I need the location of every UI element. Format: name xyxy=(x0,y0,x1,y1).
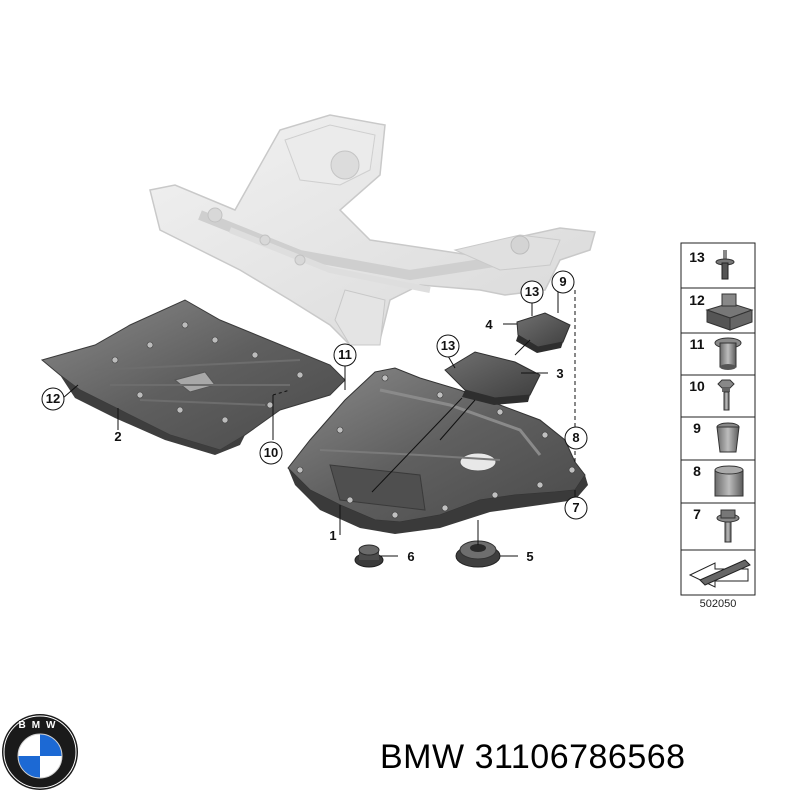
callout-10: 10 xyxy=(259,441,283,465)
svg-text:12: 12 xyxy=(46,391,60,406)
callout-7: 7 xyxy=(564,496,588,520)
svg-text:BMW: BMW xyxy=(19,720,62,731)
callout-6: 6 xyxy=(407,549,414,564)
part-1-underbody-shield xyxy=(287,367,588,534)
svg-text:9: 9 xyxy=(693,420,701,436)
svg-text:8: 8 xyxy=(693,463,701,479)
svg-text:11: 11 xyxy=(690,336,705,352)
bmw-logo: BMW xyxy=(2,714,78,790)
part-5-grommet xyxy=(455,540,501,568)
fastener-legend: 13 12 11 10 9 xyxy=(680,242,756,610)
front-direction-arrow-icon xyxy=(688,559,751,588)
diagram-code: 502050 xyxy=(700,598,737,610)
callout-1: 1 xyxy=(329,528,336,543)
brand-name: BMW xyxy=(380,738,465,776)
callout-4: 4 xyxy=(485,317,493,332)
svg-text:4: 4 xyxy=(485,317,493,332)
part-number: 31106786568 xyxy=(474,738,686,776)
part-3-cover-plate xyxy=(444,351,541,405)
svg-text:3: 3 xyxy=(556,366,563,381)
svg-text:5: 5 xyxy=(526,549,533,564)
part-2-front-underbody-panel xyxy=(40,299,346,455)
callout-5: 5 xyxy=(526,549,533,564)
callout-12: 12 xyxy=(41,387,65,411)
svg-text:9: 9 xyxy=(559,274,566,289)
svg-text:7: 7 xyxy=(572,500,579,515)
svg-text:1: 1 xyxy=(329,528,336,543)
callout-9: 9 xyxy=(551,270,575,294)
legend-item-10: 10 xyxy=(689,378,735,411)
legend-item-8: 8 xyxy=(693,463,744,497)
callout-13-upper: 13 xyxy=(520,280,544,304)
svg-text:2: 2 xyxy=(114,429,121,444)
svg-text:10: 10 xyxy=(689,378,705,394)
svg-text:12: 12 xyxy=(689,292,705,308)
callout-13-lower: 13 xyxy=(436,334,460,358)
legend-item-12: 12 xyxy=(689,292,754,331)
callout-11: 11 xyxy=(333,343,357,367)
svg-text:13: 13 xyxy=(525,284,539,299)
part-6-grommet xyxy=(354,544,384,568)
legend-item-7: 7 xyxy=(693,506,740,543)
svg-text:11: 11 xyxy=(338,347,352,362)
callout-8: 8 xyxy=(564,426,588,450)
svg-text:13: 13 xyxy=(441,338,455,353)
svg-text:13: 13 xyxy=(689,249,705,265)
leader-lines xyxy=(62,282,576,557)
svg-text:7: 7 xyxy=(693,506,701,522)
legend-item-11: 11 xyxy=(690,336,742,370)
legend-item-13: 13 xyxy=(689,249,735,280)
callout-2: 2 xyxy=(114,429,121,444)
callout-3: 3 xyxy=(556,366,563,381)
front-subframe xyxy=(149,114,596,346)
svg-text:8: 8 xyxy=(572,430,579,445)
svg-text:10: 10 xyxy=(264,445,278,460)
part-4-bracket xyxy=(516,312,571,353)
legend-item-9: 9 xyxy=(693,420,740,453)
svg-text:6: 6 xyxy=(407,549,414,564)
